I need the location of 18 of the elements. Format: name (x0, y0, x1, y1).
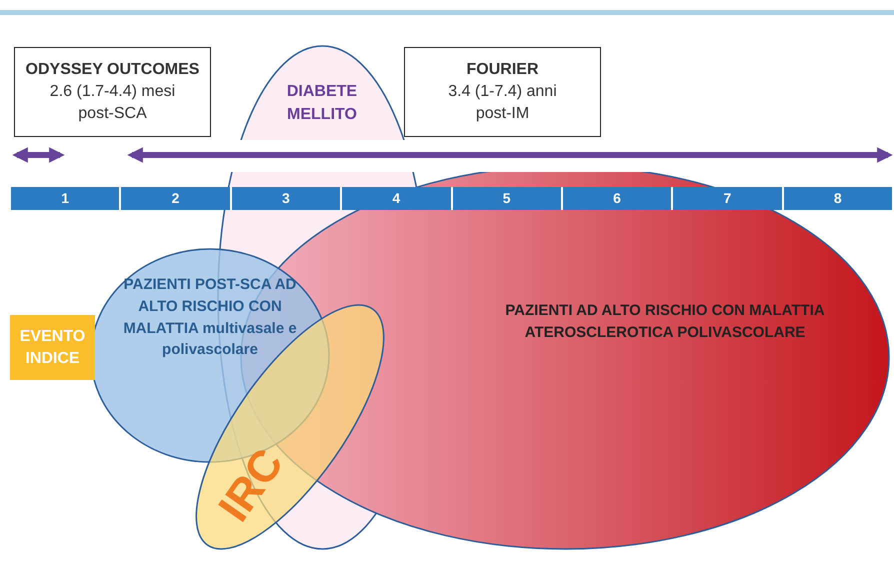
timeline-cell: 2 (121, 187, 232, 210)
index-event-box (10, 315, 95, 380)
timeline-cell: 5 (452, 187, 563, 210)
region-label: PAZIENTI POST-SCA AD ALTO RISCHIO CON MALATTIA multivasale e polivascolare (122, 275, 298, 360)
timeline-cell: 1 (11, 187, 122, 210)
region-label: PAZIENTI AD ALTO RISCHIO CON MALATTIA ATEROSCLEROTICA POLIVASCOLARE (505, 301, 825, 343)
timeline-cell: 7 (673, 187, 784, 210)
trial-heading: ODYSSEY OUTCOMES (26, 60, 200, 80)
timeline-cell: 6 (562, 187, 674, 210)
timeline-cell: 8 (784, 187, 894, 210)
region-label: IRC (208, 439, 294, 532)
timeline-cell: 4 (342, 187, 452, 210)
trial-duration: 2.6 (1.7-4.4) mesi post-SCA (48, 82, 176, 124)
trial-duration: 3.4 (1-7.4) anni post-IM (447, 82, 558, 124)
trial-heading: FOURIER (466, 60, 538, 80)
timeline-cell: 3 (232, 187, 342, 210)
region-label: DIABETE MELLITO (286, 82, 358, 126)
box-label: EVENTO INDICE (18, 326, 86, 368)
